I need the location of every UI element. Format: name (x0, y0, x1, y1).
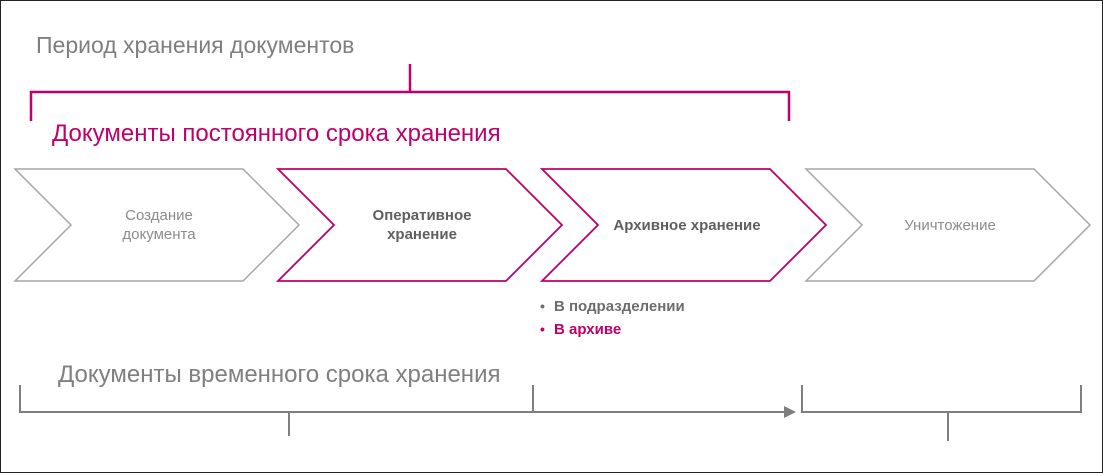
archive-option-subdivision: •В подразделении (540, 295, 685, 318)
bullet-icon: • (540, 321, 545, 337)
stage-label-operational: Оперативное хранение (372, 207, 472, 243)
temporary-bracket-left (19, 385, 534, 436)
stage-label-creation: Создание документа (122, 207, 196, 243)
temporary-arrow (533, 406, 796, 418)
stage-label-archive: Архивное хранение (613, 216, 761, 234)
stage-chevron-operational (275, 168, 564, 282)
stage-chevron-destruction (804, 168, 1092, 282)
permanent-docs-title: Документы постоянного срока хранения (52, 120, 501, 147)
temporary-docs-title: Документы временного срока хранения (58, 361, 501, 388)
stage-chevron-creation (13, 168, 301, 282)
storage-period-title: Период хранения документов (36, 32, 355, 58)
temporary-bracket-right (801, 385, 1082, 441)
archive-options-list: •В подразделении •В архиве (540, 295, 685, 341)
archive-option-archive: •В архиве (540, 318, 685, 341)
stage-label-destruction: Уничтожение (904, 216, 996, 234)
permanent-bracket (29, 64, 791, 121)
stage-chevron-archive (539, 168, 828, 282)
bullet-icon: • (540, 298, 545, 314)
